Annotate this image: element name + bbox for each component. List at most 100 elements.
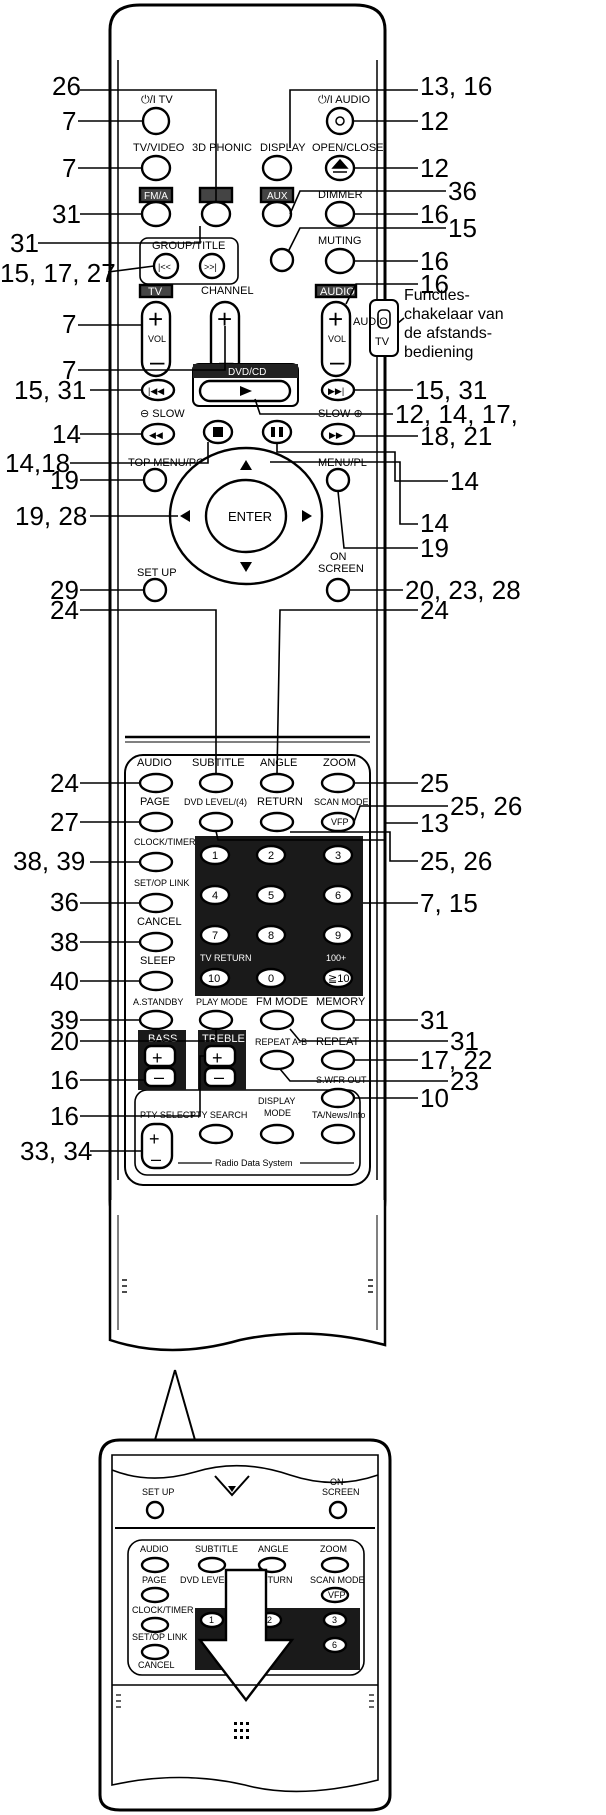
callout-7d: 7 [62,355,76,385]
pty-minus-icon: – [151,1149,161,1169]
3d-phonic-button[interactable] [200,200,232,228]
power-audio-button[interactable] [325,106,355,136]
memory-button[interactable] [320,1009,356,1031]
repeat-button[interactable] [320,1049,356,1071]
key-7[interactable] [199,924,231,946]
astandby-label: A.STANDBY [133,997,183,1007]
ff-icon: ▶▶ [329,430,343,440]
return-label: RETURN [257,796,303,808]
key-4-label: 4 [212,890,218,902]
audio-vol-minus: – [330,346,345,376]
key-1[interactable] [199,844,231,866]
key-10[interactable] [199,967,231,989]
top-menu-button[interactable] [142,467,168,493]
a-standby-button[interactable] [138,1009,174,1031]
angle-button[interactable] [259,772,295,794]
switch-knob[interactable] [377,309,391,329]
ta-news-info-button[interactable] [320,1123,356,1145]
tv-vol-rocker[interactable] [140,300,172,378]
repeat-ab-button[interactable] [259,1049,295,1071]
inset-subtitle-label: SUBTITLE [195,1544,238,1554]
bass-minus-button[interactable] [143,1066,177,1088]
audio-button[interactable] [138,772,174,794]
callout-29: 29 [50,575,79,605]
callout-14c: 14 [420,508,449,538]
inset-key-2: 2 [267,1615,272,1625]
set-op-link-button[interactable] [138,892,174,914]
on-screen-button[interactable] [325,577,351,603]
key-0[interactable] [255,967,287,989]
fast-forward-button[interactable] [320,422,356,446]
cancel-button[interactable] [138,931,174,953]
eject-icon [331,158,349,173]
dimmer-button[interactable] [324,200,356,228]
play-mode-button[interactable] [198,1009,234,1031]
switch-audio-label: AUDIO [353,316,388,328]
inset-key-3: 3 [332,1615,337,1625]
fm-mode-button[interactable] [259,1009,295,1031]
power-tv-label: ⏻/I TV [141,94,173,106]
return-circle-button[interactable] [269,247,295,273]
display-button[interactable] [261,154,293,182]
key-3[interactable] [322,844,354,866]
power-audio-label: ⏻/I AUDIO [318,94,371,106]
callout-7-15: 7, 15 [420,888,478,918]
setup-button[interactable] [142,577,168,603]
callout-15-31a: 15, 31 [14,375,86,405]
callouts: 26 7 7 31 31 15, 17, 27 7 7 15, 31 14 14… [0,71,522,1166]
swfr-out-button[interactable] [320,1087,356,1109]
callout-19a: 19 [50,465,79,495]
arrow-left-icon[interactable] [180,510,190,522]
menupl-label: MENU/PL [318,457,367,469]
zoom-button[interactable] [320,772,356,794]
callout-20: 20 [50,1026,79,1056]
key-8[interactable] [255,924,287,946]
tvvideo-button[interactable] [140,154,172,182]
muting-button[interactable] [324,247,356,275]
sleep-button[interactable] [138,970,174,992]
pty-search-button[interactable] [198,1123,234,1145]
inset-dvdlevel-label: DVD LEVEL/(4) [180,1575,243,1585]
key-10-plus[interactable] [322,967,354,989]
audio-vol-rocker[interactable] [320,300,352,378]
menu-pl-button[interactable] [325,467,351,493]
aux-button[interactable] [261,200,293,228]
key-2[interactable] [255,844,287,866]
bass-plus-button[interactable] [143,1044,177,1068]
group-title-frame [139,237,239,285]
inset-key-6: 6 [332,1640,337,1650]
fm-button[interactable] [140,200,172,228]
group-next-button[interactable] [198,252,226,280]
pause-button[interactable] [261,419,293,445]
arrow-right-icon[interactable] [302,510,312,522]
prev-icon: |◀◀ [148,386,164,396]
side-note-4: bediening [404,344,473,361]
pty-plus-icon: + [149,1129,160,1149]
key-5[interactable] [255,884,287,906]
display-mode-button[interactable] [259,1123,295,1145]
dvd-level-button[interactable] [198,811,234,833]
ta-label: TA/News/Info [312,1110,365,1120]
key-9[interactable] [322,924,354,946]
scanmode-label: SCAN MODE [314,797,369,807]
callout-19-28: 19, 28 [15,501,87,531]
arrow-down-icon[interactable] [240,562,252,572]
clock-timer-button[interactable] [138,851,174,873]
channel-plus: + [217,304,232,334]
audio-tag-label: AUDIO [320,286,355,298]
subtitle-button[interactable] [198,772,234,794]
power-tv-button[interactable] [141,106,171,136]
arrow-up-icon[interactable] [240,460,252,470]
enter-button[interactable] [204,478,288,554]
slow-minus-label: ⊖ SLOW [140,408,185,420]
pty-select-rocker[interactable] [140,1122,174,1170]
key-3-label: 3 [335,850,341,862]
return-button[interactable] [259,811,295,833]
key-6[interactable] [322,884,354,906]
dvd-cd-tag [193,364,298,378]
treble-minus-button[interactable] [203,1066,237,1088]
setup-label: SET UP [137,567,177,579]
page-button[interactable] [138,811,174,833]
key-4[interactable] [199,884,231,906]
callout-25a: 25 [420,768,449,798]
